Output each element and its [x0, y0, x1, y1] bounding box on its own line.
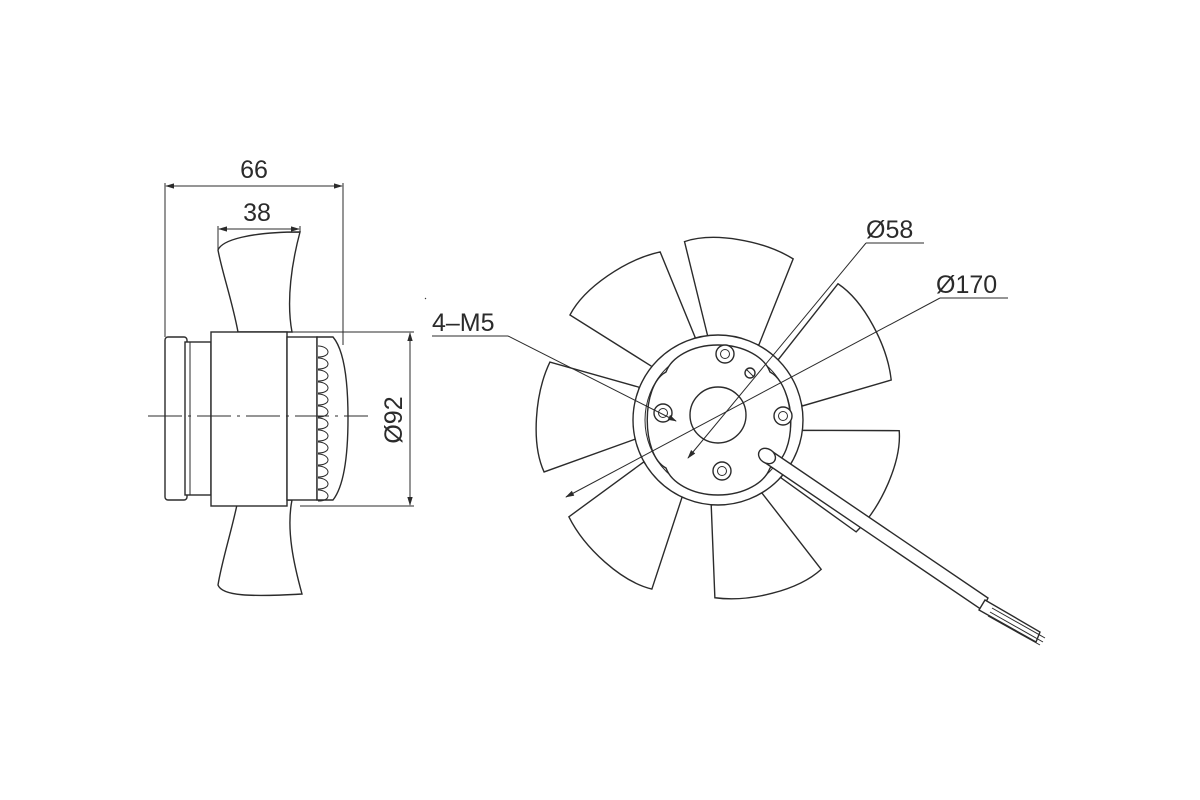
mounting-hole-top	[715, 344, 735, 364]
dim-line-m5	[507, 335, 677, 422]
shaft-bore	[689, 386, 747, 444]
power-cable	[757, 447, 1046, 646]
mounting-hole-left	[653, 403, 673, 423]
front-view: Ø170 Ø58 4–M5	[424, 216, 1046, 646]
dim-label-66: 66	[240, 156, 268, 184]
side-view: 66 38 Ø92	[148, 156, 414, 597]
dim-label-92: Ø92	[380, 396, 408, 443]
rotor-fin-tick	[317, 465, 329, 478]
motor-rear-cap	[164, 336, 188, 501]
upper-blade-side	[217, 231, 301, 333]
rotor-fin-tick	[317, 477, 329, 490]
motor-body-side	[210, 331, 288, 507]
rotor-fin-tick	[317, 429, 329, 442]
rotor-fin-tick	[317, 417, 329, 430]
rotor-fin-ticks	[317, 345, 329, 502]
fan-blade-5	[777, 282, 892, 407]
rotor-fin-tick	[317, 369, 329, 382]
rotor-fin-tick	[317, 381, 329, 394]
dim-line-58	[687, 242, 867, 459]
lower-blade-side	[217, 499, 303, 597]
dim-line-170	[565, 297, 941, 498]
rotor-fin-tick	[317, 393, 329, 406]
fan-blade-2	[535, 361, 640, 473]
fan-blade-1	[568, 461, 683, 590]
motor-rear-ring	[184, 341, 212, 496]
rotor-fins-side	[316, 336, 349, 501]
rotor-fin-tick	[317, 441, 329, 454]
dim-label-58: Ø58	[866, 216, 913, 244]
rotor-ring-side	[286, 336, 318, 501]
fan-blade-6	[780, 429, 901, 533]
mounting-hole-right	[773, 406, 793, 426]
rotor-fin-tick	[317, 345, 329, 358]
rotor-fin-tick	[317, 453, 329, 466]
fan-blade-7	[710, 491, 823, 600]
rotor-fin-tick	[317, 357, 329, 370]
mounting-holes	[653, 344, 793, 481]
dim-label-170: Ø170	[936, 271, 997, 299]
dim-label-38: 38	[243, 199, 271, 227]
fan-blade-4	[683, 236, 795, 346]
fan-blade-3	[569, 251, 697, 368]
rotor-fin-tick	[317, 489, 329, 502]
dim-label-m5: 4–M5	[432, 309, 495, 337]
mounting-hole-bottom	[712, 461, 732, 481]
